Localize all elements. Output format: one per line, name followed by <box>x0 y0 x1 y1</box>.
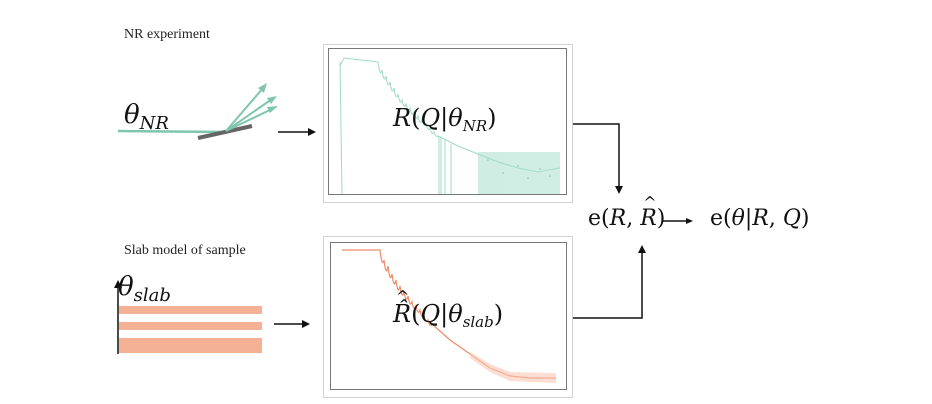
result-suffix: ) <box>800 206 810 231</box>
q-arg: Q <box>782 206 801 231</box>
nr-experiment-title: NR experiment <box>124 27 210 42</box>
r-hat-arg: R <box>640 193 657 231</box>
slab-layer-1 <box>119 306 262 314</box>
theta-param: θ <box>731 206 745 231</box>
error-suffix: ) <box>656 206 666 231</box>
given-bar: | <box>440 300 449 328</box>
theta-nr-label: θNR <box>124 100 169 134</box>
q-arg: Q <box>420 300 441 328</box>
error-prefix: e( <box>588 206 610 231</box>
theta-subscript: NR <box>139 113 169 134</box>
given-bar: | <box>744 206 753 231</box>
theta-slab-label: θslab <box>118 272 171 306</box>
comma: , <box>768 206 783 231</box>
r-hat-func: R̂ <box>393 287 411 328</box>
slab-subscript: slab <box>462 313 494 331</box>
theta-symbol: θ <box>124 100 140 130</box>
top-plot-label: R(Q|θNR) <box>393 104 497 135</box>
theta-param: θ <box>448 300 463 328</box>
bottom-plot-label: R̂(Q|θslab) <box>393 287 503 331</box>
slab-layer-2 <box>119 322 262 330</box>
error-term: e(R, R) <box>588 193 666 231</box>
theta-symbol: θ <box>118 272 134 302</box>
bottom-plot-axes <box>330 242 567 390</box>
r-func: R <box>393 104 412 132</box>
given-bar: | <box>440 104 449 132</box>
slab-model-title: Slab model of sample <box>124 243 246 258</box>
q-arg: Q <box>420 104 441 132</box>
nr-subscript: NR <box>462 117 488 135</box>
result-term: e(θ|R, Q) <box>710 206 810 231</box>
r-arg: R <box>752 206 769 231</box>
slab-subscript: slab <box>133 285 171 306</box>
top-plot-curve <box>339 57 561 195</box>
r-arg: R <box>609 206 627 231</box>
slab-layer-3 <box>119 338 262 353</box>
theta-param: θ <box>448 104 463 132</box>
result-prefix: e( <box>710 206 732 231</box>
comma: , <box>626 206 641 231</box>
